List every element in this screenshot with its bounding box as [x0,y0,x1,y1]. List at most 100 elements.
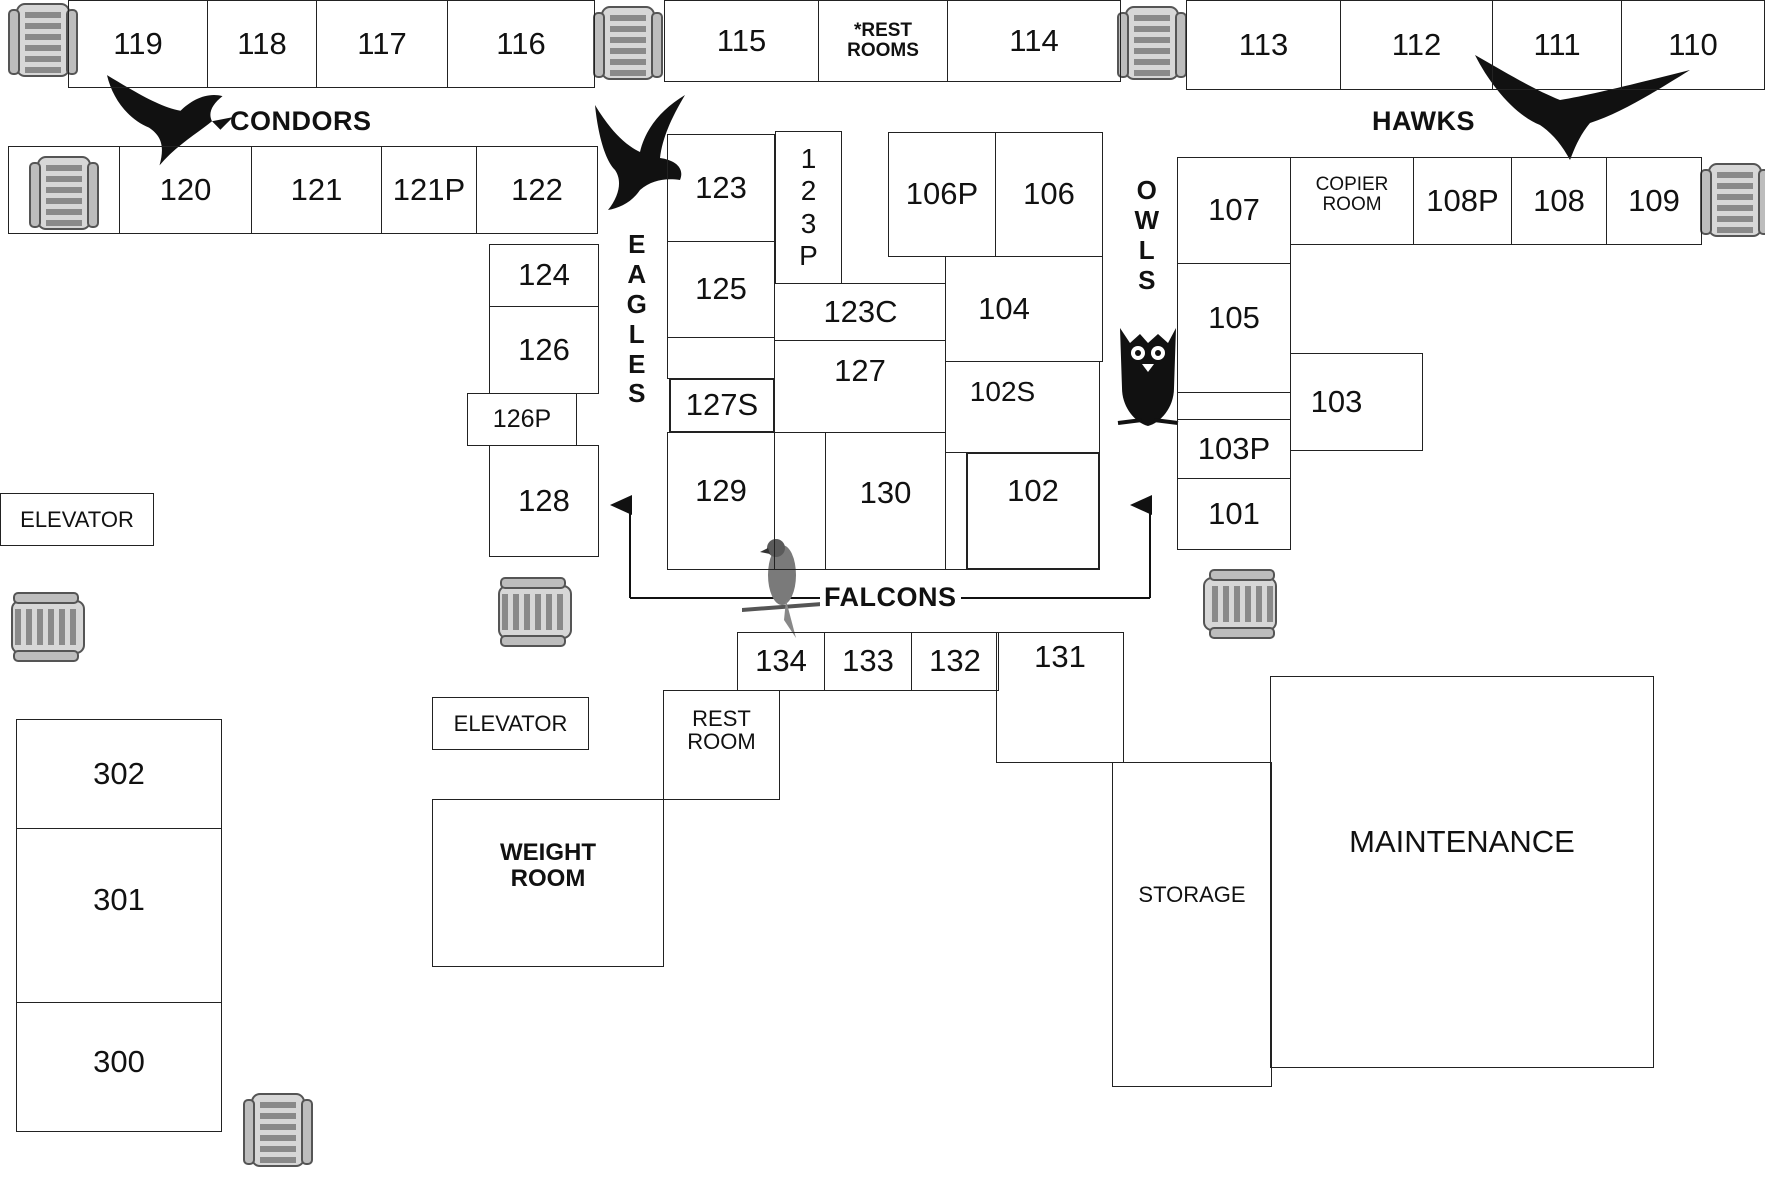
room-302[interactable]: 302 [16,719,222,829]
room-label: 120 [159,171,212,207]
room-130[interactable]: 130 [825,432,946,570]
room-label: 105 [1208,299,1260,335]
owl-icon [1117,328,1179,426]
stairwell-box [8,146,120,234]
room-132[interactable]: 132 [911,632,999,691]
storage-room[interactable]: STORAGE [1112,762,1272,1087]
room-label: 106 [1023,176,1075,212]
room-label: 124 [518,257,570,293]
stairs-icon [1203,569,1277,639]
zone-falcons-label: FALCONS [820,582,961,613]
stairs-icon [243,1093,313,1167]
room-102[interactable]: 102 [966,452,1100,570]
room-127s[interactable]: 127S [669,378,775,433]
room-108[interactable]: 108 [1511,157,1607,245]
room-label: 122 [511,171,563,207]
zone-condors-label: CONDORS [230,106,372,136]
room-label: STORAGE [1138,881,1246,907]
hall-small [1177,392,1291,420]
room-label: 302 [93,755,145,791]
elevator-left[interactable]: ELEVATOR [0,493,154,546]
room-label: MAINTENANCE [1349,823,1575,859]
room-label: 132 [929,643,981,679]
room-126[interactable]: 126 [489,306,599,394]
room-label: ELEVATOR [453,710,568,736]
room-label: 113 [1238,26,1289,62]
room-label: 121P [392,171,466,207]
room-label: 115 [716,22,767,58]
weight-room[interactable]: WEIGHT ROOM [432,799,664,967]
elevator-mid[interactable]: ELEVATOR [432,697,589,750]
room-110[interactable]: 110 [1621,0,1765,90]
room-134[interactable]: 134 [737,632,825,691]
room-label: 300 [93,1043,145,1079]
room-129[interactable]: 129 [667,432,775,570]
room-120[interactable]: 120 [119,146,252,234]
room-301[interactable]: 301 [16,828,222,1003]
room-102s[interactable]: 102S [945,361,1100,453]
room-113[interactable]: 113 [1186,0,1341,90]
room-103[interactable]: 103 [1290,353,1423,451]
stairs-icon [8,3,78,77]
room-117[interactable]: 117 [316,0,448,88]
room-118[interactable]: 118 [207,0,317,88]
room-124[interactable]: 124 [489,244,599,307]
room-105[interactable]: 105 [1177,263,1291,393]
room-label: 101 [1208,495,1260,531]
room-114[interactable]: 114 [947,0,1121,82]
room-108p[interactable]: 108P [1413,157,1512,245]
room-label: 301 [93,882,145,918]
room-label: WEIGHT ROOM [500,839,596,892]
room-label: 116 [496,25,546,61]
eagle-icon [107,75,233,166]
room-121[interactable]: 121 [251,146,382,234]
room-label: 121 [290,171,343,207]
restroom-low[interactable]: REST ROOM [663,690,780,800]
room-122[interactable]: 122 [476,146,598,234]
room-123p[interactable]: 1 2 3 P [775,131,842,284]
room-300[interactable]: 300 [16,1002,222,1132]
room-119[interactable]: 119 [68,0,208,88]
room-label: *REST ROOMS [847,20,919,61]
room-label: 125 [695,271,747,307]
room-104[interactable]: 104 [945,256,1103,362]
room-115[interactable]: 115 [664,0,819,82]
room-label: 126P [492,405,552,434]
room-label: 118 [237,25,287,61]
room-106[interactable]: 106 [995,132,1103,257]
room-126p[interactable]: 126P [467,393,577,446]
room-133[interactable]: 133 [824,632,912,691]
room-label: 104 [978,290,1030,326]
room-107[interactable]: 107 [1177,157,1291,264]
copier-room[interactable]: COPIER ROOM [1290,157,1414,245]
room-116[interactable]: 116 [447,0,595,88]
room-label: COPIER ROOM [1315,174,1389,215]
stairs-icon [11,592,85,662]
room-128[interactable]: 128 [489,445,599,557]
room-112[interactable]: 112 [1340,0,1493,90]
room-101[interactable]: 101 [1177,478,1291,550]
room-109[interactable]: 109 [1606,157,1702,245]
maintenance-room[interactable]: MAINTENANCE [1270,676,1654,1068]
stairs-icon [1700,163,1765,237]
room-label: 108P [1426,182,1499,218]
stairs-icon [593,6,663,80]
room-123[interactable]: 123 [667,134,775,242]
room-131[interactable]: 131 [996,632,1124,763]
room-123c[interactable]: 123C [774,283,946,341]
room-106p[interactable]: 106P [888,132,996,257]
restrooms-top[interactable]: *REST ROOMS [818,0,948,82]
room-103p[interactable]: 103P [1177,419,1291,479]
room-label: 103 [1310,383,1363,419]
room-127[interactable]: 127 [774,340,946,433]
room-111[interactable]: 111 [1492,0,1622,90]
room-label: 112 [1391,26,1442,62]
room-121p[interactable]: 121P [381,146,477,234]
hall-sliver [945,452,967,570]
stairs-icon [498,577,572,647]
zone-eagles-label: E A G L E S [626,229,648,409]
room-125[interactable]: 125 [667,241,775,338]
room-label: 103P [1197,430,1271,466]
